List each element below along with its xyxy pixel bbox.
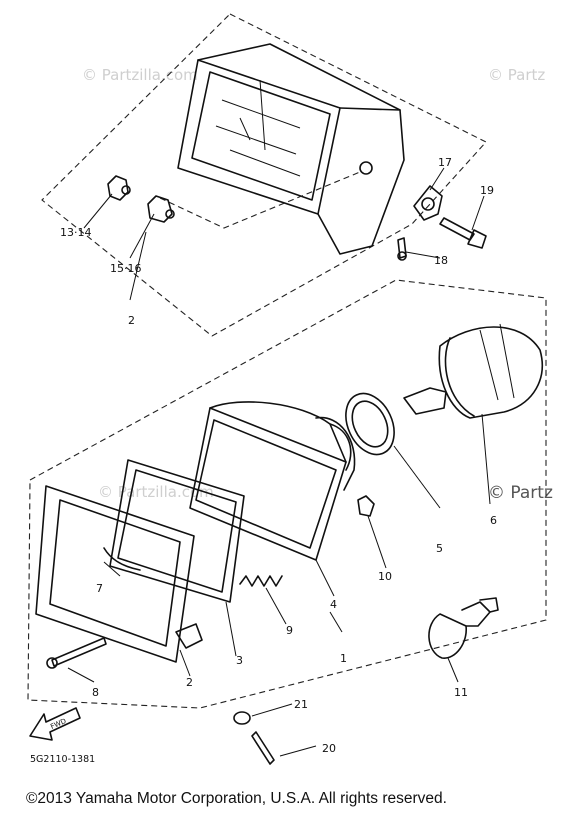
watermark-top-left: © Partzilla.com [82, 66, 198, 84]
callout-13-14: 13·14 [60, 226, 92, 239]
socket-cover-6 [403, 323, 544, 419]
forward-direction-arrow: FWD [29, 707, 81, 741]
screw-18 [397, 237, 407, 261]
callout-11: 11 [454, 686, 468, 699]
callout-5: 5 [436, 542, 443, 555]
callout-2-bottom: 2 [186, 676, 193, 689]
callout-15-16: 15·16 [110, 262, 142, 275]
screw-20 [251, 731, 275, 765]
callout-2-top: 2 [128, 314, 135, 327]
headlight-unit-1 [189, 401, 356, 561]
callout-17: 17 [438, 156, 452, 169]
callout-4: 4 [330, 598, 337, 611]
clip-10 [357, 495, 375, 517]
lower-group-outline [27, 279, 547, 709]
watermark-right: © Partz [488, 483, 553, 503]
callout-20: 20 [322, 742, 336, 755]
watermark-top-right: © Partz [488, 66, 545, 84]
diagram-code: 5G2110-1381 [30, 754, 95, 765]
screw-8 [46, 637, 107, 669]
ring-5 [345, 392, 395, 456]
spring-9 [239, 575, 283, 587]
bulb-socket-13-14 [107, 175, 131, 201]
watermark-middle: © Partzilla.com [98, 483, 214, 501]
lens-7 [35, 485, 195, 663]
bracket-2 [175, 623, 203, 649]
callout-18: 18 [434, 254, 448, 267]
callout-10: 10 [378, 570, 392, 583]
bulb-socket-15-16 [147, 195, 175, 223]
callout-21: 21 [294, 698, 308, 711]
copyright-notice: ©2013 Yamaha Motor Corporation, U.S.A. A… [26, 790, 447, 807]
rim-3 [109, 459, 245, 603]
callout-8: 8 [92, 686, 99, 699]
grommet-17 [413, 185, 443, 221]
washer-21 [233, 711, 251, 725]
headlight-housing [159, 43, 405, 255]
callout-19: 19 [480, 184, 494, 197]
callout-6: 6 [490, 514, 497, 527]
callout-9: 9 [286, 624, 293, 637]
callout-3: 3 [236, 654, 243, 667]
callout-1: 1 [340, 652, 347, 665]
callout-labels: 2 13·14 15·16 17 18 19 1 2 3 4 5 6 7 8 9… [60, 156, 497, 755]
callout-7: 7 [96, 582, 103, 595]
bolt-19 [439, 217, 487, 249]
bulb-11 [428, 597, 499, 659]
leader-lines [67, 167, 491, 757]
upper-group-outline [41, 13, 487, 337]
